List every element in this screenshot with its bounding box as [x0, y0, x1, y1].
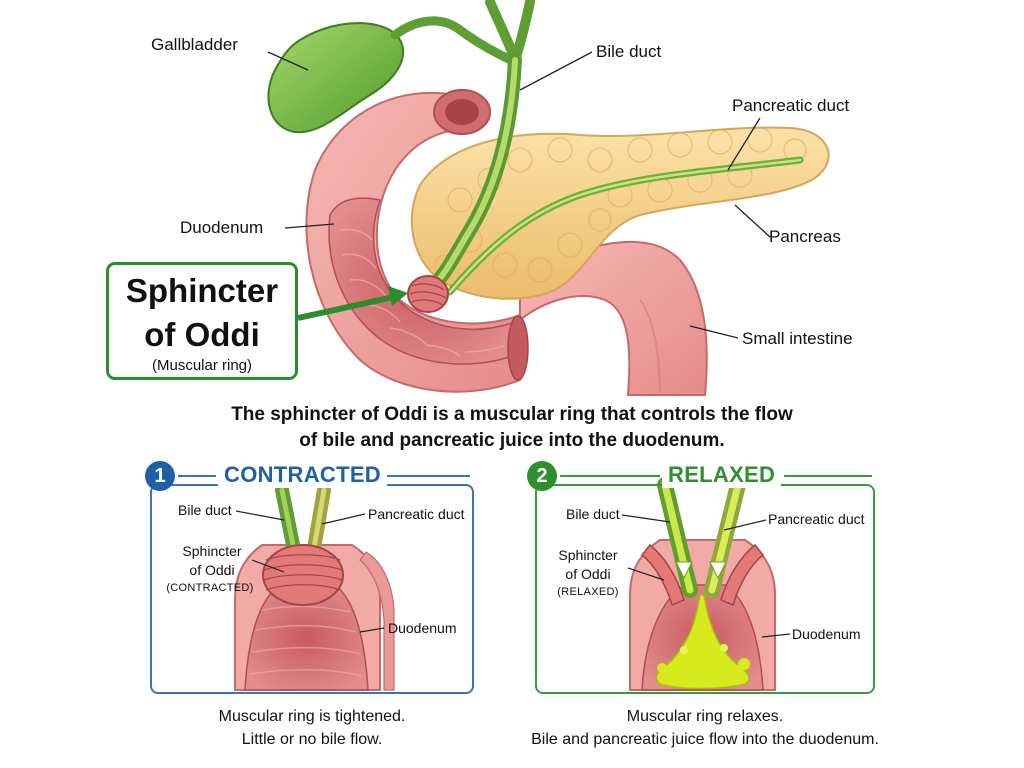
panel2-title-dash-left — [560, 475, 660, 477]
callout-title-line2: of Oddi — [144, 316, 260, 353]
panel1-label-sphincter-2: of Oddi — [189, 562, 235, 578]
panel1-title-dash-left — [178, 475, 216, 477]
panel1-label-sphincter-1: Sphincter — [182, 543, 242, 559]
relaxed-illustration — [621, 477, 791, 691]
callout-title-line1: Sphincter — [125, 272, 279, 309]
panel1-label-pancreatic-duct: Pancreatic duct — [368, 506, 465, 522]
panel2-caption-line2: Bile and pancreatic juice flow into the … — [531, 731, 879, 748]
sphincter-ring — [407, 275, 449, 313]
pancreatic-duct — [446, 156, 804, 296]
label-bile-duct: Bile duct — [596, 42, 662, 61]
label-small-intestine: Small intestine — [742, 329, 853, 348]
callout-arrow — [297, 293, 399, 321]
label-pancreatic-duct: Pancreatic duct — [732, 96, 850, 115]
label-gallbladder: Gallbladder — [151, 35, 238, 54]
bile-duct — [423, 0, 535, 297]
panel2-label-state: (RELAXED) — [557, 586, 619, 598]
contracted-illustration — [234, 483, 395, 691]
leader-lines — [267, 51, 771, 339]
panel2-label-sphincter-2: of Oddi — [565, 566, 611, 582]
panel1-caption-line2: Little or no bile flow. — [241, 731, 383, 748]
panel2-title: RELAXED — [662, 462, 782, 488]
sphincter-callout: Sphincter of Oddi (Muscular ring) — [106, 262, 298, 380]
panel2-label-sphincter-1: Sphincter — [558, 547, 618, 563]
panel2-label-pancreatic-duct: Pancreatic duct — [768, 511, 865, 527]
label-pancreas: Pancreas — [769, 227, 841, 246]
panel2-caption-line1: Muscular ring relaxes. — [626, 708, 784, 725]
callout-arrowhead — [388, 286, 408, 306]
panel1-label-state: (CONTRACTED) — [166, 582, 254, 594]
panel2-label-duodenum: Duodenum — [792, 626, 861, 642]
duodenum — [305, 89, 529, 393]
caption-line1: The sphincter of Oddi is a muscular ring… — [231, 404, 793, 425]
panel2-number-badge: 2 — [527, 461, 557, 491]
panel1-number-badge: 1 — [145, 461, 175, 491]
panel2-caption: Muscular ring relaxes. Bile and pancreat… — [510, 705, 900, 751]
panel1-caption-line1: Muscular ring is tightened. — [218, 708, 406, 725]
panel1-label-duodenum: Duodenum — [388, 620, 457, 636]
main-caption: The sphincter of Oddi is a muscular ring… — [0, 402, 1024, 454]
panel1-label-bile-duct: Bile duct — [178, 502, 232, 518]
panel2-label-bile-duct: Bile duct — [566, 506, 620, 522]
callout-subtitle: (Muscular ring) — [151, 357, 253, 374]
caption-line2: of bile and pancreatic juice into the du… — [299, 430, 725, 451]
panel1-title: CONTRACTED — [218, 462, 387, 488]
panel2-title-dash-right — [784, 475, 872, 477]
gallbladder — [267, 16, 465, 134]
panel1-caption: Muscular ring is tightened. Little or no… — [150, 705, 474, 751]
label-duodenum: Duodenum — [180, 218, 264, 237]
panel1-title-dash-right — [358, 475, 470, 477]
